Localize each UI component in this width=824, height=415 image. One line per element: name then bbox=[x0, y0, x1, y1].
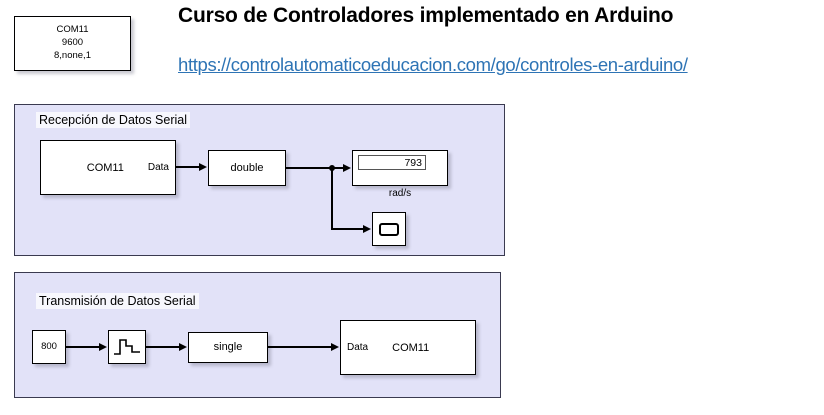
receive-subsystem-title: Recepción de Datos Serial bbox=[36, 112, 190, 128]
arrow-to-single bbox=[179, 342, 187, 351]
transmit-subsystem-title: Transmisión de Datos Serial bbox=[36, 293, 199, 309]
arrow-to-double bbox=[199, 162, 207, 171]
single-convert-block[interactable]: single bbox=[188, 332, 268, 363]
arrow-to-scope bbox=[363, 224, 371, 233]
step-waveform-icon bbox=[114, 339, 140, 355]
arrow-to-serial-transmit bbox=[331, 342, 339, 351]
wire-junction-down bbox=[331, 167, 333, 229]
scope-icon bbox=[379, 222, 399, 236]
arrow-to-pulse bbox=[99, 342, 107, 351]
course-url-link[interactable]: https://controlautomaticoeducacion.com/g… bbox=[178, 54, 688, 75]
page-title: Curso de Controladores implementado en A… bbox=[178, 4, 674, 27]
serial-transmit-input-port: Data bbox=[347, 342, 369, 353]
constant-value: 800 bbox=[41, 340, 57, 352]
serial-configuration-block[interactable]: COM11 9600 8,none,1 bbox=[14, 16, 131, 71]
serial-transmit-port-label: COM11 bbox=[392, 341, 430, 354]
scope-block[interactable] bbox=[372, 212, 406, 246]
wire-junction-to-scope bbox=[331, 228, 364, 230]
display-caption: rad/s bbox=[388, 188, 412, 199]
double-convert-label: double bbox=[230, 161, 264, 174]
serial-transmit-block[interactable]: Data COM11 bbox=[340, 320, 476, 375]
display-block[interactable]: 793 bbox=[352, 150, 448, 186]
wire-serial-to-double bbox=[176, 166, 200, 168]
serial-receive-port-label: COM11 bbox=[86, 161, 124, 174]
single-convert-label: single bbox=[213, 341, 243, 354]
serial-configuration-text: COM11 9600 8,none,1 bbox=[54, 24, 91, 61]
wire-single-to-serial bbox=[268, 346, 332, 348]
wire-pulse-to-single bbox=[146, 346, 180, 348]
pulse-generator-block[interactable] bbox=[108, 330, 146, 364]
double-convert-block[interactable]: double bbox=[208, 150, 286, 186]
wire-double-to-junction bbox=[286, 167, 344, 169]
serial-receive-block[interactable]: COM11 Data bbox=[40, 140, 176, 195]
serial-receive-output-port: Data bbox=[147, 162, 169, 173]
wire-constant-to-pulse bbox=[66, 346, 100, 348]
display-value: 793 bbox=[358, 155, 426, 170]
arrow-to-display bbox=[343, 163, 351, 172]
constant-block[interactable]: 800 bbox=[32, 330, 66, 364]
